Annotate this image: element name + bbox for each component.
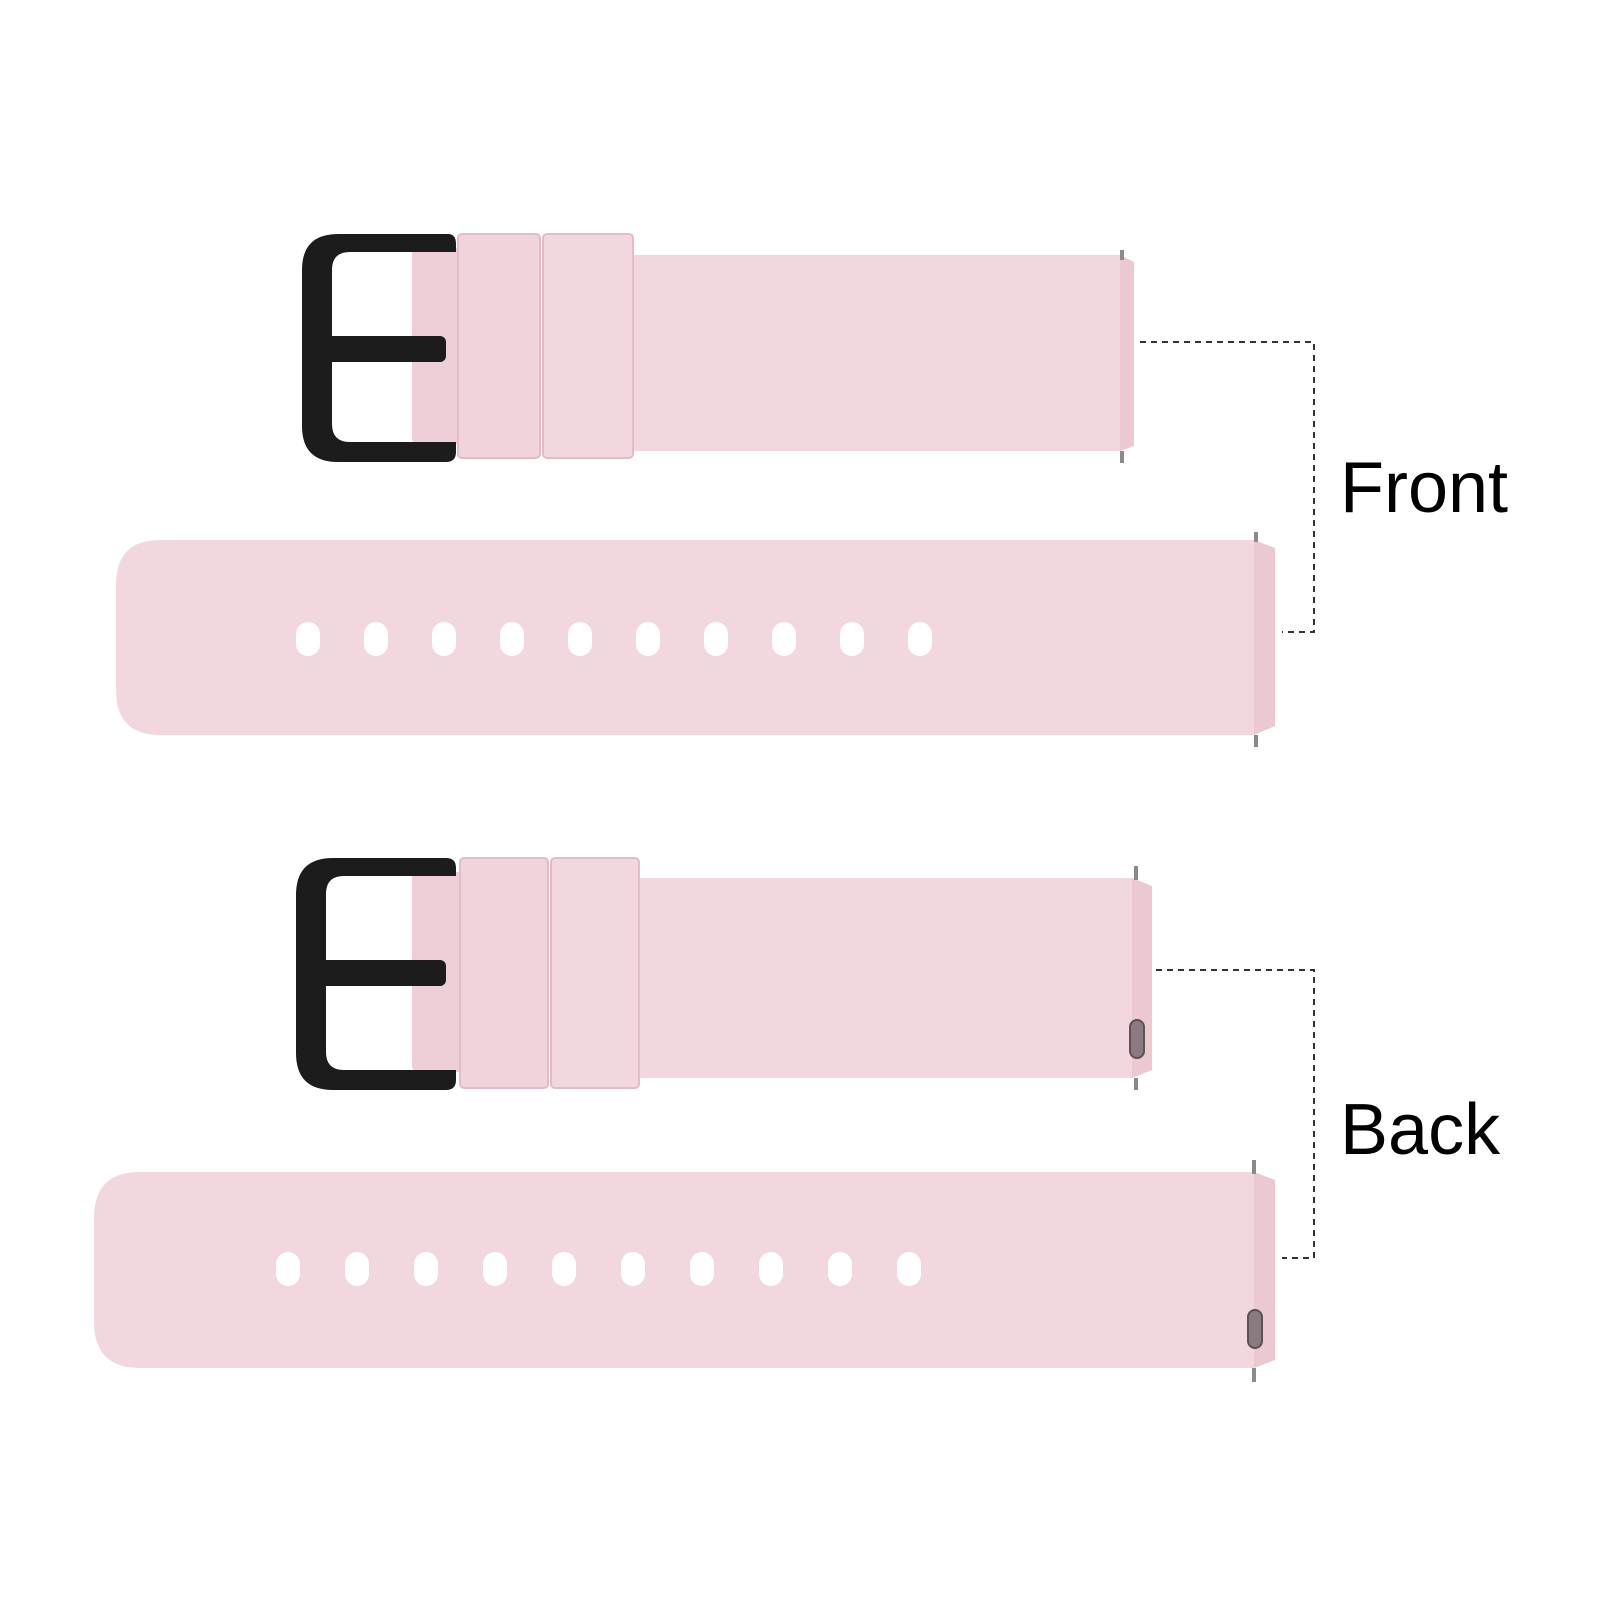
strap-hole (276, 1252, 300, 1286)
back-quick-release-lever-icon (1129, 1019, 1145, 1059)
strap-hole (897, 1252, 921, 1286)
front-holes-strap (116, 532, 1275, 747)
back-bracket-line (1156, 969, 1315, 1259)
strap-hole (568, 622, 592, 656)
back-holes-strap (94, 1160, 1275, 1382)
strap-hole (345, 1252, 369, 1286)
back-keeper-1 (459, 857, 549, 1089)
back-buckle-prong-icon (310, 960, 446, 986)
strap-hole (414, 1252, 438, 1286)
back-long-spring-pin-top (1252, 1160, 1256, 1174)
back-buckle (296, 858, 456, 1090)
strap-hole (772, 622, 796, 656)
back-long-spring-pin-bottom (1252, 1368, 1256, 1382)
front-long-strap-end (1254, 540, 1275, 735)
strap-hole (840, 622, 864, 656)
strap-hole (828, 1252, 852, 1286)
front-view (116, 233, 1315, 747)
front-long-spring-pin-bottom (1254, 735, 1258, 747)
strap-hole (364, 622, 388, 656)
back-view (94, 857, 1315, 1382)
front-buckle-prong-icon (316, 336, 446, 362)
strap-hole (552, 1252, 576, 1286)
back-keeper-2 (550, 857, 640, 1089)
strap-hole (500, 622, 524, 656)
front-keeper-1 (457, 233, 541, 459)
back-buckle-frame-icon (296, 858, 456, 1090)
back-label: Back (1340, 1090, 1501, 1170)
front-spring-pin-bottom (1120, 451, 1124, 463)
strap-hole (621, 1252, 645, 1286)
front-strap-holes (296, 622, 932, 656)
strap-hole (636, 622, 660, 656)
front-label: Front (1340, 448, 1509, 528)
strap-hole (483, 1252, 507, 1286)
front-buckle-frame-icon (302, 234, 456, 462)
back-strap-holes (276, 1252, 921, 1286)
back-spring-pin-bottom (1134, 1078, 1138, 1090)
front-long-spring-pin-top (1254, 532, 1258, 542)
back-spring-pin-top (1134, 866, 1138, 880)
front-bracket-line (1140, 341, 1315, 633)
front-strap-body (620, 255, 1120, 451)
strap-hole (759, 1252, 783, 1286)
strap-hole (908, 622, 932, 656)
back-buckle-strap (412, 857, 1152, 1090)
front-keeper-2 (542, 233, 634, 459)
back-long-strap-body (94, 1172, 1254, 1368)
strap-hole (432, 622, 456, 656)
front-buckle (302, 234, 456, 462)
back-strap-body (620, 878, 1132, 1078)
back-long-quick-release-lever-icon (1247, 1309, 1263, 1349)
front-strap-end (1120, 255, 1134, 451)
front-spring-pin-top (1120, 250, 1124, 260)
strap-hole (296, 622, 320, 656)
front-buckle-strap (412, 233, 1134, 463)
strap-hole (690, 1252, 714, 1286)
front-long-strap-body (116, 540, 1254, 735)
strap-hole (704, 622, 728, 656)
